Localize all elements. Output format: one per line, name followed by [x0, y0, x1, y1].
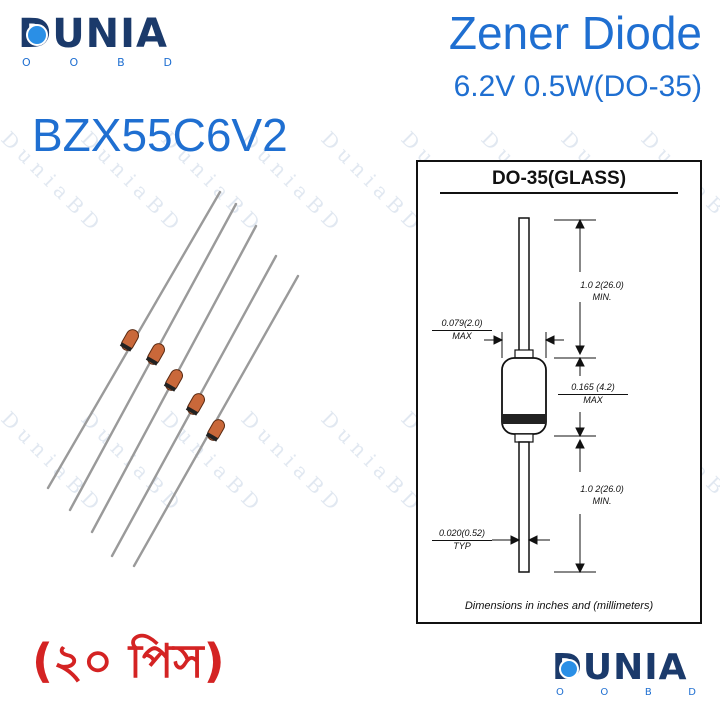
dim-lead-length-top: 1.0 2(26.0) MIN. — [580, 280, 624, 302]
cathode-band — [502, 414, 546, 424]
watermark-text: D u n i a B D — [316, 407, 424, 515]
dim-body-diameter: 0.079(2.0) MAX — [432, 318, 492, 342]
product-name: Zener Diode — [448, 7, 702, 59]
dimension-note: Dimensions in inches and (millimeters) — [464, 600, 654, 612]
logo-subtext: O O B D — [22, 56, 174, 69]
diode-body — [185, 393, 205, 416]
watermark-text: D u n i a B D — [316, 127, 424, 235]
package-drawing: DO-35(GLASS) — [416, 160, 702, 624]
brand-logo: DUNIA O O B D — [18, 14, 178, 69]
globe-icon — [559, 659, 579, 679]
quantity-label: (২০ পিস) — [32, 634, 225, 688]
dim-lead-length-bottom: 1.0 2(26.0) MIN. — [580, 484, 624, 506]
brand-logo-bottom: DUNIA O O B D — [552, 650, 702, 699]
dim-lead-diameter: 0.020(0.52) TYP — [432, 528, 492, 552]
dim-body-length: 0.165 (4.2) MAX — [558, 382, 628, 406]
diode-outline — [484, 217, 596, 574]
product-spec: 6.2V 0.5W(DO-35) — [453, 70, 702, 103]
diode-body — [119, 329, 139, 352]
title-underline — [440, 192, 678, 194]
diode-body — [205, 419, 225, 442]
diode-body — [145, 343, 165, 366]
diode-photo — [46, 190, 300, 568]
logo-subtext: O O B D — [556, 687, 698, 698]
globe-icon — [26, 24, 48, 46]
diode-body — [163, 369, 183, 392]
package-title: DO-35(GLASS) — [491, 168, 627, 189]
part-number: BZX55C6V2 — [32, 109, 288, 161]
